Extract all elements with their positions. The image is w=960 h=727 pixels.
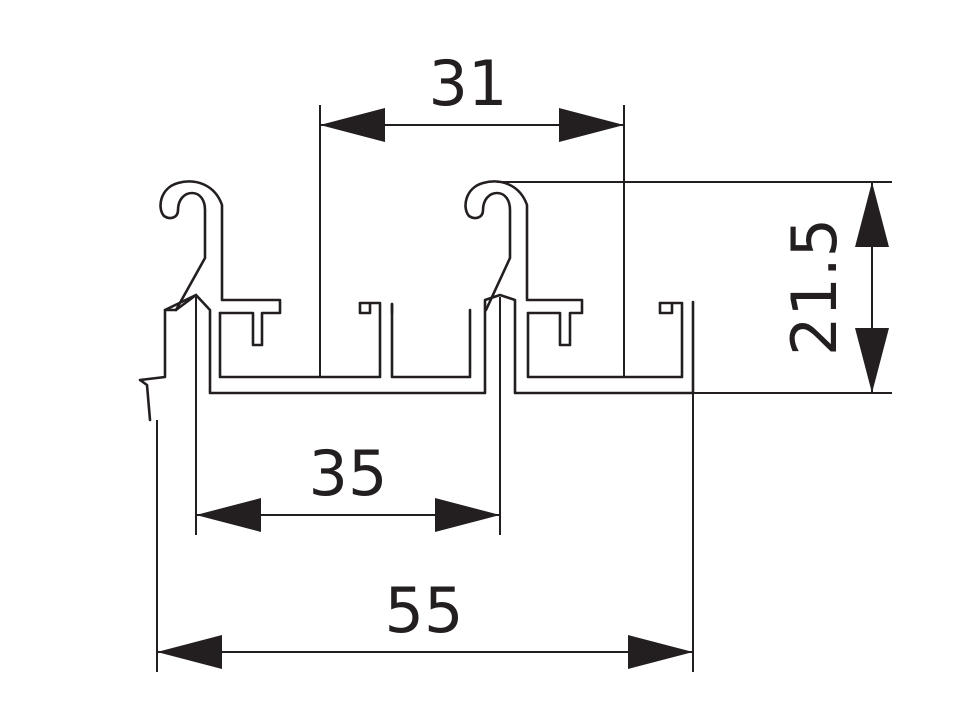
left-hook: [159, 180, 282, 347]
dimension-31: 31: [320, 47, 624, 142]
dim-55-arrow-left: [157, 635, 222, 669]
dim-35-arrow-left: [196, 498, 261, 532]
dim-35-arrow-right: [435, 498, 500, 532]
profile-bottom-outline: [138, 293, 695, 422]
dimension-21-5: 21.5: [778, 182, 889, 393]
dim-31-arrow-right: [559, 108, 624, 142]
extension-lines: [156, 105, 892, 672]
dim-55-arrow-right: [628, 635, 693, 669]
dim-35-label: 35: [309, 437, 388, 510]
dimension-55: 55: [157, 574, 693, 669]
right-hook: [464, 180, 584, 347]
dim-21-5-arrow-bottom: [855, 328, 889, 393]
dim-31-label: 31: [429, 47, 508, 120]
left-hook-outer: [163, 293, 198, 312]
profile-channel-floor: [218, 301, 684, 379]
right-upright: [658, 301, 674, 315]
dimension-35: 35: [196, 437, 500, 532]
dim-21-5-arrow-top: [855, 182, 889, 247]
dim-31-arrow-left: [320, 108, 385, 142]
dim-55-label: 55: [385, 574, 464, 647]
dim-21-5-label: 21.5: [778, 218, 851, 356]
rail-profile: [138, 180, 695, 422]
center-upright: [358, 301, 394, 315]
